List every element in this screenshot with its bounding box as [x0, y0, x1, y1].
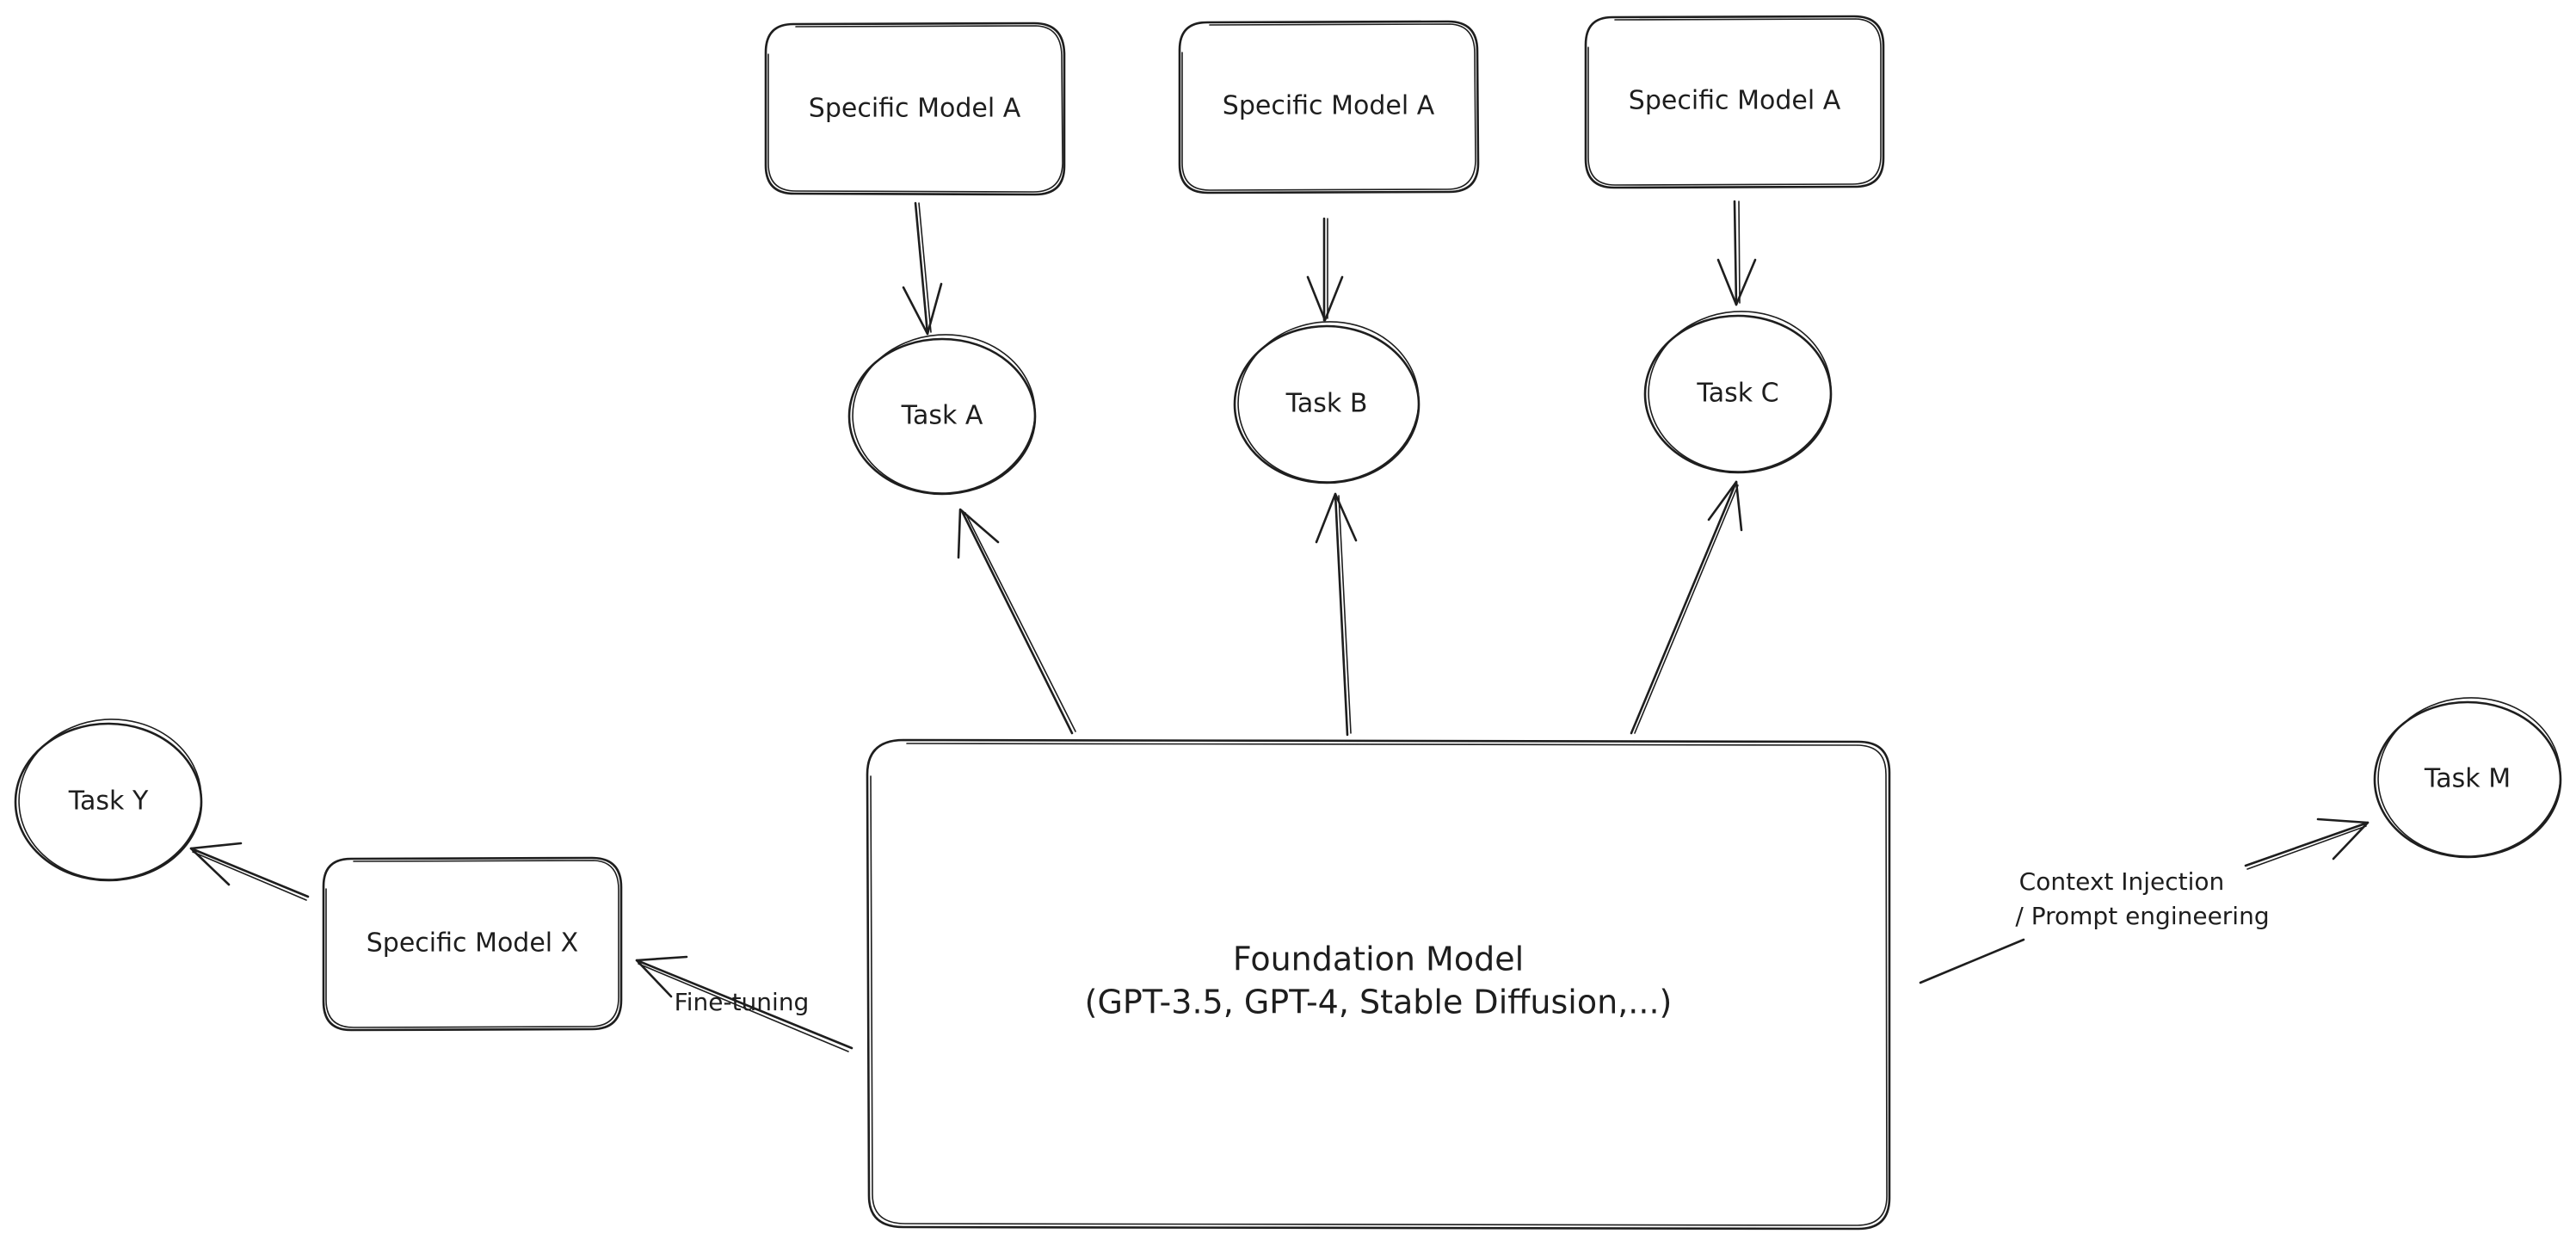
specific-model-x-label: Specific Model X — [367, 928, 578, 959]
task-m-node: Task M — [2373, 697, 2562, 859]
task-a-label: Task A — [901, 401, 983, 431]
task-a-node: Task A — [847, 334, 1037, 496]
context-injection-label: Context Injection — [2019, 867, 2225, 896]
arrow-model2-to-task-b — [1306, 217, 1344, 322]
foundation-model-title: Foundation Model — [1233, 941, 1524, 978]
arrow-foundation-to-task-a — [957, 508, 1076, 735]
task-b-node: Task B — [1233, 321, 1420, 484]
arrow-foundation-to-task-c — [1630, 480, 1743, 735]
specific-model-label-2: Specific Model A — [1223, 91, 1435, 121]
task-c-label: Task C — [1696, 379, 1778, 409]
task-y-node: Task Y — [14, 719, 203, 882]
fine-tuning-label: Fine-tuning — [675, 988, 810, 1016]
task-b-label: Task B — [1285, 389, 1368, 419]
specific-model-box-2: Specific Model A — [1178, 20, 1480, 194]
specific-model-label-1: Specific Model A — [809, 94, 1021, 124]
specific-model-label-3: Specific Model A — [1629, 86, 1841, 116]
arrow-model-x-to-task-y — [189, 842, 310, 901]
foundation-model-box: Foundation Model (GPT-3.5, GPT-4, Stable… — [866, 738, 1891, 1231]
task-y-label: Task Y — [68, 786, 149, 817]
arrow-foundation-to-task-b — [1315, 492, 1358, 737]
task-c-node: Task C — [1643, 311, 1833, 474]
specific-model-box-1: Specific Model A — [764, 22, 1066, 196]
specific-model-box-3: Specific Model A — [1584, 15, 1885, 189]
arrow-foundation-to-task-m: Context Injection / Prompt engineering — [1919, 817, 2370, 984]
task-m-label: Task M — [2424, 764, 2511, 794]
specific-model-x-box: Specific Model X — [322, 856, 623, 1032]
arrow-foundation-to-model-x: Fine-tuning — [635, 955, 854, 1052]
foundation-model-examples: (GPT-3.5, GPT-4, Stable Diffusion,...) — [1085, 984, 1673, 1021]
arrow-model1-to-task-a — [902, 201, 943, 336]
arrow-model3-to-task-c — [1716, 200, 1757, 306]
prompt-engineering-label: / Prompt engineering — [2015, 902, 2269, 930]
